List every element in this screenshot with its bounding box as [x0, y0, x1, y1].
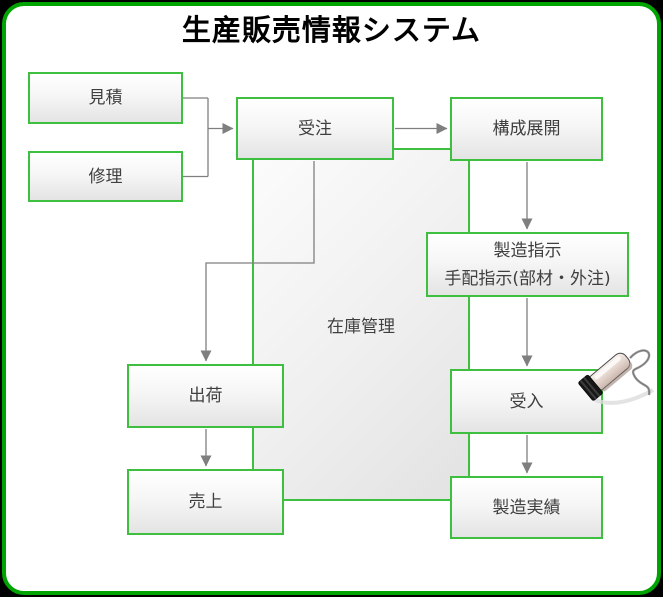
flow-node-receiving: 受入: [450, 369, 603, 434]
page-title: 生産販売情報システム: [181, 13, 482, 47]
node-label: 売上: [188, 492, 223, 512]
flow-node-repair: 修理: [28, 151, 183, 202]
node-label-line2: 手配指示(部材・外注): [444, 268, 611, 289]
flow-node-manufacturing-results: 製造実績: [450, 476, 603, 539]
node-label: 受入: [509, 391, 544, 412]
flow-node-manufacturing-instruction: 製造指示 手配指示(部材・外注): [426, 232, 629, 297]
flow-node-quote: 見積: [28, 72, 183, 124]
flow-node-inventory-management: 在庫管理: [252, 148, 470, 501]
node-label: 修理: [88, 166, 123, 187]
node-label: 出荷: [188, 386, 223, 406]
node-label: 構成展開: [492, 119, 561, 139]
barcode-scanner-icon: [578, 349, 654, 405]
flow-node-sales: 売上: [127, 469, 284, 535]
node-label: 在庫管理: [327, 317, 395, 337]
node-label: 製造実績: [492, 497, 561, 518]
flow-node-configuration-expansion: 構成展開: [450, 97, 603, 161]
flow-node-order: 受注: [236, 97, 394, 160]
node-label: 見積: [88, 88, 123, 108]
node-label-line1: 製造指示: [493, 240, 562, 261]
flow-node-shipping: 出荷: [127, 364, 284, 428]
node-label: 受注: [298, 118, 332, 139]
